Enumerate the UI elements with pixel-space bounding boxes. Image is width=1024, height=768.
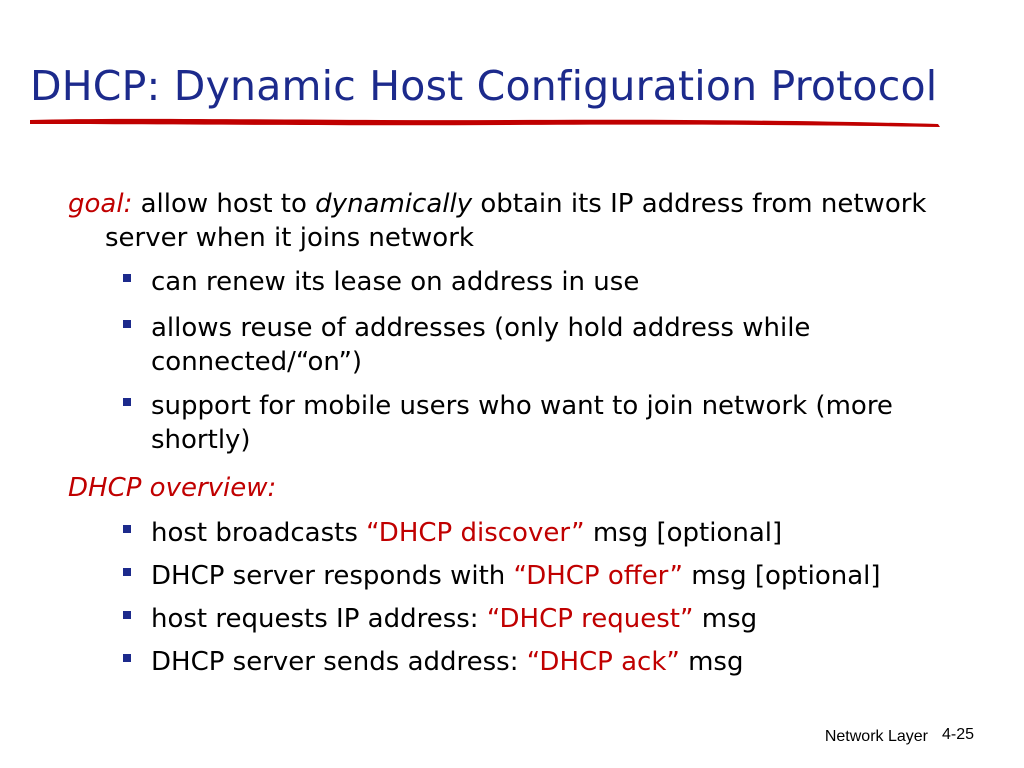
item-post: msg bbox=[688, 647, 744, 677]
item-post: msg [optional] bbox=[592, 518, 783, 548]
goal-text-a: allow host to bbox=[140, 189, 307, 219]
dhcp-message-name: “DHCP discover” bbox=[366, 518, 585, 548]
item-pre: host broadcasts bbox=[151, 518, 358, 548]
list-item-text: allows reuse of addresses (only hold add… bbox=[151, 313, 811, 343]
list-item-text: host broadcasts “DHCP discover” msg [opt… bbox=[123, 516, 983, 550]
square-bullet-icon bbox=[123, 525, 131, 533]
square-bullet-icon bbox=[123, 568, 131, 576]
goal-emphasis: dynamically bbox=[315, 189, 473, 219]
item-post: msg bbox=[701, 604, 758, 634]
footer-page-number: 4-25 bbox=[942, 726, 975, 743]
list-item-text: DHCP server responds with “DHCP offer” m… bbox=[123, 559, 983, 593]
dhcp-message-name: “DHCP request” bbox=[486, 604, 694, 634]
item-post: msg [optional] bbox=[691, 561, 881, 591]
list-item-text: DHCP server sends address: “DHCP ack” ms… bbox=[123, 645, 983, 679]
goal-label: goal: bbox=[68, 189, 133, 219]
dhcp-message-name: “DHCP offer” bbox=[513, 561, 683, 591]
overview-heading: DHCP overview: bbox=[68, 473, 277, 503]
item-pre: host requests IP address: bbox=[151, 604, 479, 634]
dhcp-message-name: “DHCP ack” bbox=[526, 647, 680, 677]
list-item: DHCP server responds with “DHCP offer” m… bbox=[123, 559, 983, 593]
list-item-text: can renew its lease on address in use bbox=[151, 267, 640, 297]
square-bullet-icon bbox=[123, 611, 131, 619]
list-item: allows reuse of addresses (only hold add… bbox=[123, 311, 983, 379]
list-item-text: host requests IP address: “DHCP request”… bbox=[123, 602, 983, 636]
item-pre: DHCP server responds with bbox=[151, 561, 506, 591]
square-bullet-icon bbox=[123, 654, 131, 662]
list-item: host broadcasts “DHCP discover” msg [opt… bbox=[123, 516, 983, 550]
list-item: support for mobile users who want to joi… bbox=[123, 389, 983, 457]
square-bullet-icon bbox=[123, 274, 131, 282]
list-item-text-line2: shortly) bbox=[151, 425, 251, 455]
title-underline bbox=[30, 118, 940, 127]
footer-section-label: Network Layer bbox=[824, 728, 928, 745]
slide-title: DHCP: Dynamic Host Configuration Protoco… bbox=[30, 62, 938, 110]
goal-text-b: obtain its IP address from network bbox=[480, 189, 927, 219]
list-item: host requests IP address: “DHCP request”… bbox=[123, 602, 983, 636]
item-pre: DHCP server sends address: bbox=[151, 647, 519, 677]
list-item-text-line2: connected/“on”) bbox=[151, 347, 363, 377]
square-bullet-icon bbox=[123, 320, 131, 328]
goal-text-line2: server when it joins network bbox=[105, 223, 474, 253]
list-item-text: support for mobile users who want to joi… bbox=[151, 391, 893, 421]
square-bullet-icon bbox=[123, 398, 131, 406]
goal-paragraph: goal: allow host to dynamically obtain i… bbox=[68, 187, 983, 255]
list-item: can renew its lease on address in use bbox=[123, 265, 983, 299]
list-item: DHCP server sends address: “DHCP ack” ms… bbox=[123, 645, 983, 679]
